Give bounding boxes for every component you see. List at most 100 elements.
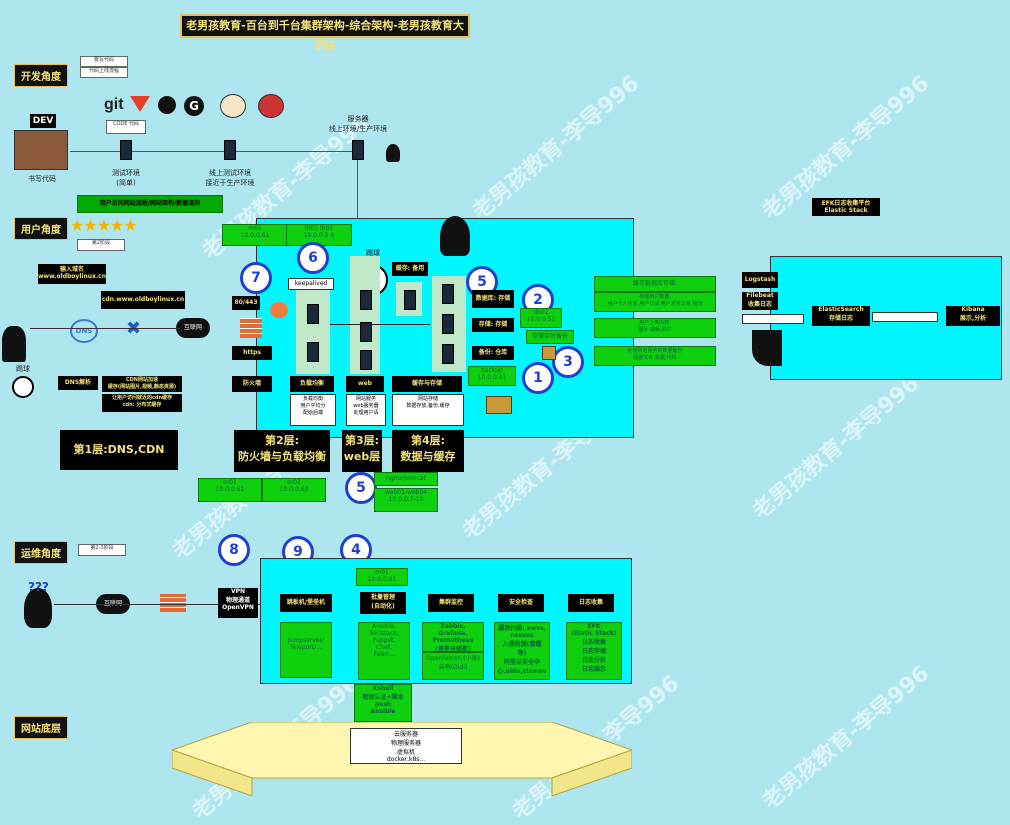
security-desc: 漏洞扫描: awvs, nessus 入侵检测(蜜罐 等) 阿里云安全中 心,a… — [494, 622, 550, 680]
cache-desc: 网站存储 数据存放,备份,缓存 — [392, 394, 464, 426]
efk-arrow-2 — [872, 312, 938, 322]
cache-info-box: 缓存数据库存储: — [594, 276, 716, 292]
cache-server — [404, 290, 416, 310]
user-flow-line — [30, 328, 180, 329]
batch-box: 批量管理 (自动化) — [360, 592, 406, 614]
web-range-box: web01-web04 10.0.0.7-10 — [374, 488, 438, 512]
archive-icon — [486, 396, 512, 414]
cdn-domain-box: cdn.www.oldboylinux.cn — [101, 291, 185, 309]
web-server-1 — [360, 290, 372, 310]
lb-label: 负载均衡 — [290, 376, 334, 392]
nginx-box: nginx/tomcat — [374, 472, 438, 486]
es-box: ElasticSearch 存储日志 — [812, 306, 870, 326]
db01-box: db01 10.0.0.51 — [520, 308, 562, 328]
badge-5-bottom: 5 — [345, 472, 377, 504]
dns-icon: DNS — [70, 319, 98, 343]
domain-box: 输入域名 www.oldboylinux.cn — [38, 264, 106, 284]
badge-8: 8 — [218, 534, 250, 566]
backup-store-box: 备份: 仓库 — [472, 346, 514, 360]
gitlab-icon — [130, 96, 150, 112]
preprod-server-icon — [224, 140, 236, 160]
web-desc: 网站服务 web服务器 处理用户请 — [346, 394, 386, 426]
badge-3: 3 — [552, 346, 584, 378]
keepalived-label: keepalived — [288, 278, 334, 290]
monitor-box: 集群监控 — [428, 594, 474, 612]
mascot-icon — [386, 144, 400, 162]
cloud-server-box: 云服务器 物理服务器 虚拟机 docker,k8s... — [350, 728, 462, 764]
watermark: 老男孩教育-李导996 — [758, 661, 935, 815]
ball-label: 踢球 — [16, 365, 30, 373]
efk-title: EFK日志收集平台 Elastic Stack — [812, 198, 880, 216]
cdn-accel-box: CDN网站加速 缓存(网站图片,视频,静态资源) — [102, 376, 182, 392]
db-box: 数据库: 存储 — [472, 290, 514, 308]
dev-note-1: 要写代码 — [80, 56, 128, 67]
backup-ip-box: backup 10.0.0.41 — [468, 366, 516, 386]
web-server-2 — [360, 322, 372, 342]
dev-note-2: 代码上线流程 — [80, 67, 128, 78]
kibana-box: Kibana 展示,分析 — [946, 306, 1000, 326]
ops-note: 第2-3阶段 — [78, 544, 126, 556]
dns-parse-box: DNS解析 — [58, 376, 98, 390]
firewall-icon — [240, 318, 262, 338]
dev-flow-line — [70, 151, 360, 152]
page-title: 老男孩教育-百台到千台集群架构-综合架构-老男孩教育大酒店 — [180, 14, 470, 52]
layer1-box: 第1层:DNS,CDN — [60, 430, 178, 470]
efk-arrow-1 — [742, 314, 804, 324]
elastic-logo — [752, 330, 782, 366]
monitor-desc-2: OpenFalcon (小米) 云哨(Didi) — [422, 652, 484, 680]
cache-store-label: 缓存与存储 — [392, 376, 462, 392]
lb-server-2 — [307, 342, 319, 362]
ball-label-2: 踢球 — [366, 249, 380, 257]
preprod-env-label: 线上测试环境 接近于生产环境 — [205, 169, 255, 187]
coder-label: 书写代码 — [28, 175, 56, 183]
info-box-2: 用户上传内容: 图片,视频,附件 — [594, 318, 716, 338]
code-note: CODE 代码 — [106, 120, 146, 134]
web-server-3 — [360, 350, 372, 370]
section-base: 网站底层 — [14, 716, 68, 739]
vpn-box: VPN 物理通道 OpenVPN — [218, 588, 258, 618]
prod-down-line — [357, 160, 358, 260]
section-user: 用户角度 — [14, 217, 68, 240]
internet-cloud: 互联网 — [176, 318, 210, 338]
small-box-icon — [542, 346, 556, 360]
layer2-box: 第2层: 防火墙与负载均衡 — [234, 430, 330, 472]
port-box: 80/443 — [232, 296, 260, 310]
layer4-box: 第4层: 数据与缓存 — [392, 430, 464, 472]
firewall-label: 防火墙 — [232, 376, 272, 392]
monitor-desc: Zabbix, Grafana, Prometheus (普罗米修斯) — [422, 622, 484, 653]
prod-server-icon — [352, 140, 364, 160]
heart-icon — [270, 302, 288, 318]
info-box-1: 存储用户数据: 用户个人信息,用户订单,用户发布文章,物流 — [594, 292, 716, 312]
badge-6: 6 — [297, 242, 329, 274]
flow-title: 用户访问网站流程/网站架构/数据流向 — [77, 195, 223, 213]
user-avatar — [2, 326, 26, 362]
github-icon — [158, 96, 176, 114]
store-realtime-box: 存储实时备份 — [526, 330, 574, 344]
gitee-icon: G — [184, 96, 204, 116]
m02-bottom-box: m02 10.0.0.62 — [262, 478, 326, 502]
user-note: 第2阶段 — [77, 239, 125, 251]
jump-desc: Jumpserver/ Teleport/... — [280, 622, 332, 678]
filebeat-box: Filebeat 收集日志 — [742, 292, 778, 310]
security-box: 安全检查 — [498, 594, 544, 612]
git-logo: git — [104, 96, 124, 113]
badge-1: 1 — [522, 362, 554, 394]
m01-top-box: m01 10.0.0.61 — [222, 224, 288, 246]
nfs-server — [442, 314, 454, 334]
xshell-box: Xshell 密钥认证+脚本 push Ansible — [354, 684, 412, 722]
log-box: 日志收集 — [568, 594, 614, 612]
section-ops: 运维角度 — [14, 541, 68, 564]
db-server — [442, 284, 454, 304]
lb-desc: 负载均衡 用户平均分 配给后端 — [290, 394, 336, 426]
https-box: https — [232, 346, 272, 360]
mascot-drink-icon — [440, 216, 470, 256]
layer3-box: 第3层: web层 — [342, 430, 382, 472]
jenkins-icon — [220, 94, 246, 118]
watermark: 老男孩教育-李导996 — [468, 71, 645, 225]
football-icon — [12, 376, 34, 398]
web-label: web — [346, 376, 384, 392]
test-server-icon — [120, 140, 132, 160]
coder-photo — [14, 130, 68, 170]
test-env-label: 测试环境 (简单) — [112, 169, 140, 187]
storage-box: 存储: 存储 — [472, 318, 514, 332]
